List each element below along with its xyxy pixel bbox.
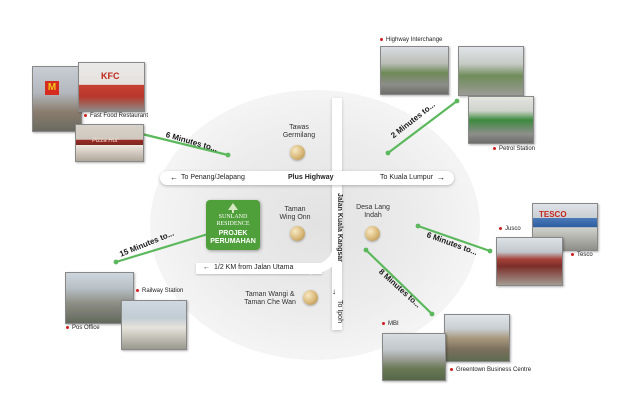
caption-greentown-text: Greentown Business Centre <box>456 367 532 373</box>
caption-greentown: Greentown Business Centre <box>450 367 531 373</box>
mcd-sign: M <box>45 81 59 95</box>
logo-brand-bottom: RESIDENCE <box>216 221 250 227</box>
connector-mbi-dot-start <box>363 247 369 253</box>
caption-mbi: MBI <box>382 321 399 327</box>
place-desa-lang-line1: Desa Lang <box>356 204 390 211</box>
photo-greentown <box>444 314 510 362</box>
arrow-left-small-icon: ← <box>203 264 210 271</box>
caption-petrol: Petrol Station <box>493 146 535 152</box>
plus-highway-label: Plus Highway <box>288 174 334 181</box>
photo-railway-station <box>121 300 187 350</box>
to-kl-label: To Kuala Lumpur <box>380 174 433 181</box>
caption-dot-icon <box>450 367 453 371</box>
caption-dot-icon <box>66 325 69 329</box>
pizza-hut-sign: Pizza Hut <box>92 138 118 144</box>
connector-tesco <box>417 224 491 253</box>
caption-jusco: Jusco <box>499 226 521 232</box>
map-halo <box>150 90 480 360</box>
caption-railway: Railway Station <box>136 288 183 294</box>
connector-highway-dot-start <box>385 150 391 156</box>
caption-dot-icon <box>84 113 87 117</box>
connector-station <box>115 229 219 264</box>
to-ipoh-label: To Ipoh <box>336 300 343 323</box>
connector-fast-food <box>141 132 229 157</box>
place-desa-lang-line2: Indah <box>364 212 382 219</box>
place-wangi-line2: Taman Che Wan <box>244 299 296 306</box>
marker-tawas <box>290 145 305 160</box>
caption-highway: Highway Interchange <box>380 37 442 43</box>
project-logo: SUNLAND RESIDENCE PROJEK PERUMAHAN <box>206 200 260 250</box>
photo-mcdonalds: M <box>32 66 82 132</box>
place-wing-onn-line2: Wing Onn <box>279 214 311 221</box>
photo-jusco <box>496 237 563 286</box>
caption-railway-text: Railway Station <box>142 288 184 294</box>
caption-dot-icon <box>493 146 496 150</box>
marker-wangi <box>303 290 318 305</box>
caption-pos-office: Pos Office <box>66 325 100 331</box>
caption-petrol-text: Petrol Station <box>499 146 536 152</box>
caption-tesco-text: Tesco <box>577 252 593 258</box>
photo-pizza-hut: Pizza Hut <box>75 124 144 162</box>
connector-mbi <box>365 249 433 315</box>
plus-highway-road <box>160 171 454 185</box>
caption-pos-office-text: Pos Office <box>72 325 100 331</box>
caption-dot-icon <box>382 321 385 325</box>
photo-petrol-station <box>468 96 534 144</box>
caption-dot-icon <box>571 252 574 256</box>
connector-station-dot-start <box>113 259 119 265</box>
tesco-sign: TESCO <box>539 210 567 219</box>
place-desa-lang: Desa Lang Indah <box>350 204 396 220</box>
logo-project-1: PROJEK <box>218 230 248 237</box>
marker-desa-lang <box>365 226 380 241</box>
place-tawas: Tawas Germilang <box>278 124 320 140</box>
connector-fast-food-dot <box>225 152 231 158</box>
photo-pos-office <box>65 272 134 324</box>
access-road-curve <box>310 252 340 275</box>
place-tawas-line1: Tawas <box>289 124 309 131</box>
photo-highway-toll <box>458 46 524 96</box>
caption-tesco: Tesco <box>571 252 593 258</box>
tree-icon <box>228 203 238 213</box>
caption-dot-icon <box>136 288 139 292</box>
connector-highway-dot-end <box>454 98 460 104</box>
place-tawas-line2: Germilang <box>282 132 316 139</box>
logo-brand-top: SUNLAND <box>218 214 248 220</box>
arrow-right-icon: → <box>437 173 445 182</box>
jalan-kuala-kangsar-road <box>332 98 342 330</box>
access-road <box>196 263 322 274</box>
logo-project-2: PERUMAHAN <box>210 238 256 245</box>
half-km-label: 1/2 KM from Jalan Utama <box>214 264 294 271</box>
photo-kfc: KFC <box>78 62 145 112</box>
jalan-kuala-kangsar-label: Jalan Kuala Kangsar <box>336 193 343 262</box>
place-wing-onn: Taman Wing Onn <box>272 206 318 222</box>
place-wing-onn-line1: Taman <box>284 206 306 213</box>
arrow-left-icon: ← <box>170 173 178 182</box>
caption-jusco-text: Jusco <box>505 226 521 232</box>
connector-highway <box>387 100 458 154</box>
place-wangi-line1: Taman Wangi & <box>245 291 295 298</box>
caption-fast-food-text: Fast Food Restaurant <box>90 113 149 119</box>
connector-tesco-dot-start <box>415 223 421 229</box>
kfc-sign: KFC <box>101 71 120 81</box>
caption-fast-food: Fast Food Restaurant <box>84 113 148 119</box>
arrow-down-icon: ↓ <box>332 287 336 296</box>
connector-mbi-dot-end <box>429 311 435 317</box>
caption-dot-icon <box>499 226 502 230</box>
marker-wing-onn <box>290 226 305 241</box>
place-wangi: Taman Wangi & Taman Che Wan <box>242 291 298 307</box>
to-penang-label: To Penang/Jelapang <box>181 174 245 181</box>
caption-mbi-text: MBI <box>388 321 399 327</box>
caption-dot-icon <box>380 37 383 41</box>
photo-mbi <box>382 333 446 381</box>
connector-tesco-dot-end <box>487 248 493 254</box>
photo-highway-interchange <box>380 46 449 95</box>
caption-highway-text: Highway Interchange <box>386 37 443 43</box>
